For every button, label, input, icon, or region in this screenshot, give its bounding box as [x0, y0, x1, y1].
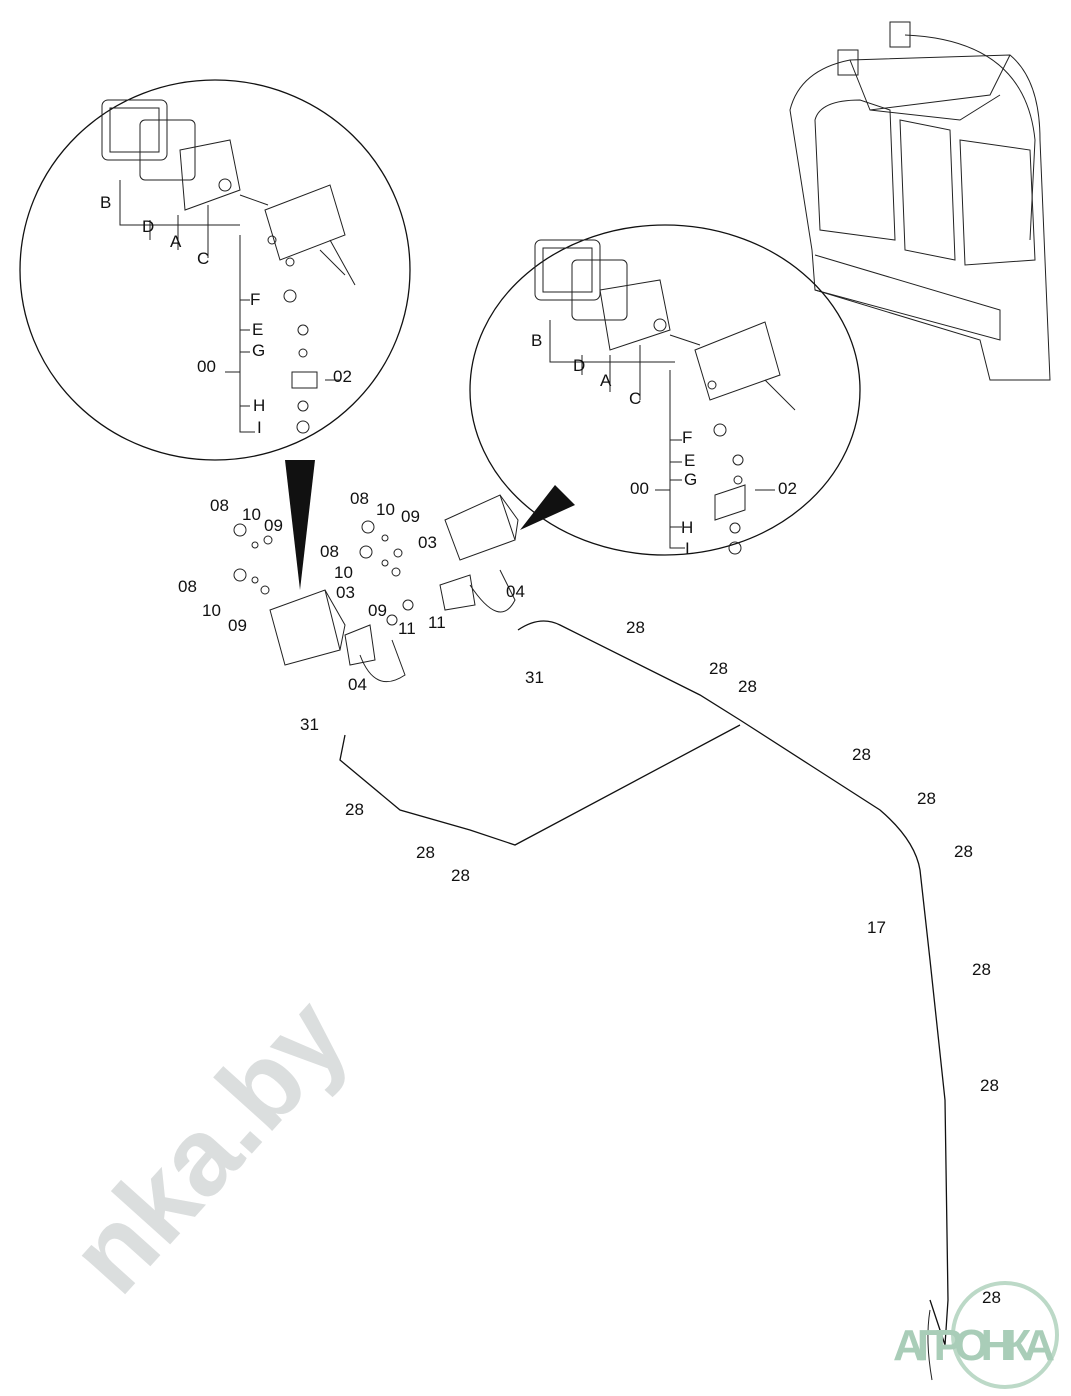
- part-label-right-detail: H: [681, 518, 693, 537]
- part-callout: 08: [210, 496, 229, 515]
- detail-bubble-left: [19, 79, 411, 461]
- part-label-right-detail: A: [600, 371, 612, 390]
- part-callout: 11: [428, 613, 446, 632]
- part-callout: 10: [202, 601, 221, 620]
- part-label-right-detail: C: [629, 389, 641, 408]
- part-label-left-detail: B: [100, 193, 111, 212]
- part-label-right-detail: D: [573, 356, 585, 375]
- part-callout: 08: [350, 489, 369, 508]
- part-callout: 28: [917, 789, 936, 808]
- part-label-right-detail: F: [682, 428, 692, 447]
- part-label-left-detail: 02: [333, 367, 352, 386]
- logo-text: АГРОНКА: [893, 1321, 1055, 1370]
- part-callout: 28: [852, 745, 871, 764]
- part-callout: 28: [972, 960, 991, 979]
- part-label-left-detail: C: [197, 249, 209, 268]
- watermark-text: nka.by: [46, 975, 371, 1316]
- cab-illustration: [789, 21, 1051, 381]
- part-label-left-detail: D: [142, 217, 154, 236]
- pointer-left: [285, 460, 315, 590]
- part-callout: 31: [525, 668, 544, 687]
- part-callout: 10: [376, 500, 395, 519]
- pointer-right: [520, 485, 575, 530]
- part-label-left-detail: I: [257, 418, 262, 437]
- part-callout: 28: [451, 866, 470, 885]
- part-label-right-detail: 02: [778, 479, 797, 498]
- part-label-right-detail: I: [685, 539, 690, 558]
- agronka-logo: АГРОНКА: [893, 1281, 1059, 1389]
- part-callout: 28: [709, 659, 728, 678]
- part-label-left-detail: F: [250, 290, 260, 309]
- part-callout: 11: [398, 619, 416, 638]
- wire-harness-17: [339, 620, 949, 1346]
- part-callout: 28: [980, 1076, 999, 1095]
- mounted-lamps: [233, 494, 519, 683]
- part-callout: 28: [738, 677, 757, 696]
- lamp-exploded-right: [534, 239, 796, 555]
- lamp-exploded-left: [101, 99, 356, 434]
- part-callout: 03: [418, 533, 437, 552]
- part-callout: 10: [334, 563, 353, 582]
- part-label-right-detail: G: [684, 470, 697, 489]
- part-callout: 28: [345, 800, 364, 819]
- part-label-left-detail: 00: [197, 357, 216, 376]
- part-label-right-detail: E: [684, 451, 695, 470]
- part-callout: 08: [178, 577, 197, 596]
- part-label-right-detail: B: [531, 331, 542, 350]
- part-callout: 09: [264, 516, 283, 535]
- part-callout: 17: [867, 918, 886, 937]
- part-callout: 28: [626, 618, 645, 637]
- part-label-left-detail: G: [252, 341, 265, 360]
- part-label-left-detail: H: [253, 396, 265, 415]
- part-label-left-detail: A: [170, 232, 182, 251]
- part-callout: 31: [300, 715, 319, 734]
- part-callout: 28: [416, 843, 435, 862]
- part-callout: 28: [982, 1288, 1001, 1307]
- part-callout: 09: [228, 616, 247, 635]
- part-callout: 03: [336, 583, 355, 602]
- part-callout: 28: [954, 842, 973, 861]
- part-callout: 04: [348, 675, 367, 694]
- part-callout: 09: [368, 601, 387, 620]
- detail-bubble-right: [469, 224, 861, 556]
- part-label-left-detail: E: [252, 320, 263, 339]
- part-callout: 10: [242, 505, 261, 524]
- part-label-right-detail: 00: [630, 479, 649, 498]
- part-callout: 09: [401, 507, 420, 526]
- part-callout: 08: [320, 542, 339, 561]
- part-callout: 04: [506, 582, 525, 601]
